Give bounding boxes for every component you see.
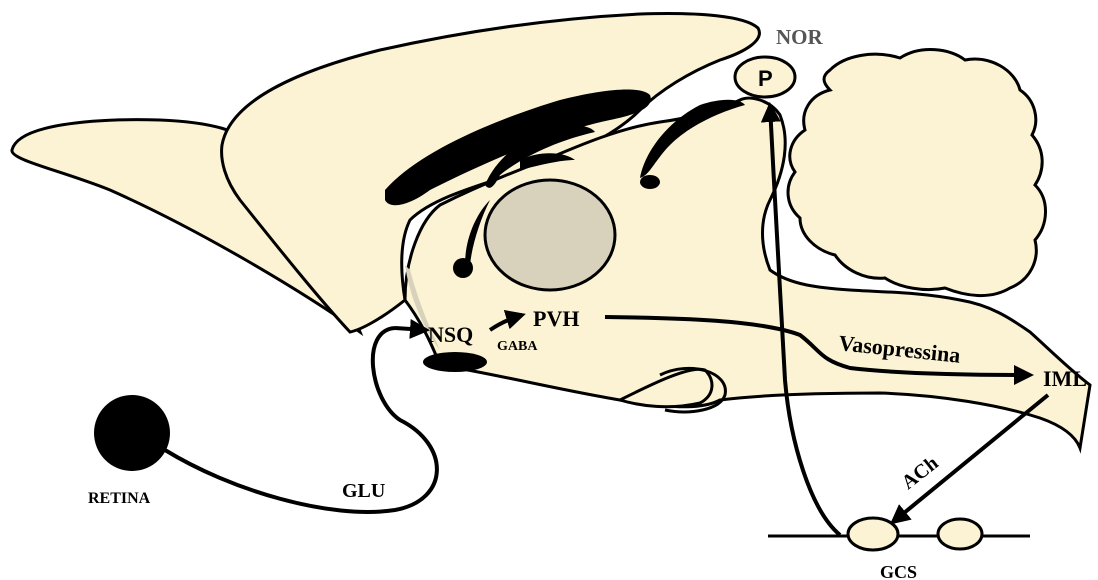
glu-label: GLU <box>342 480 385 502</box>
gcs-label: GCS <box>880 562 917 580</box>
iml-to-gcs-arrow <box>893 395 1048 522</box>
retinohypothalamic-tract <box>165 328 437 512</box>
iml-label: IML <box>1043 366 1087 391</box>
gcs-ganglion-2 <box>938 519 982 549</box>
nor-label: NOR <box>776 25 824 49</box>
thalamus <box>485 180 615 290</box>
gaba-label: GABA <box>497 339 538 354</box>
retina <box>94 395 170 471</box>
pvh-label: PVH <box>533 306 579 331</box>
optic-chiasm <box>423 352 487 372</box>
nsq-label: NSQ <box>428 322 473 347</box>
anterior-commissure <box>453 258 473 278</box>
pineal-label: P <box>758 66 773 91</box>
nsq-arrow <box>395 328 426 330</box>
gcs-ganglion-1 <box>848 518 898 550</box>
retina-label: RETINA <box>88 490 151 507</box>
cerebellum <box>788 50 1045 296</box>
posterior-commissure <box>640 175 660 189</box>
